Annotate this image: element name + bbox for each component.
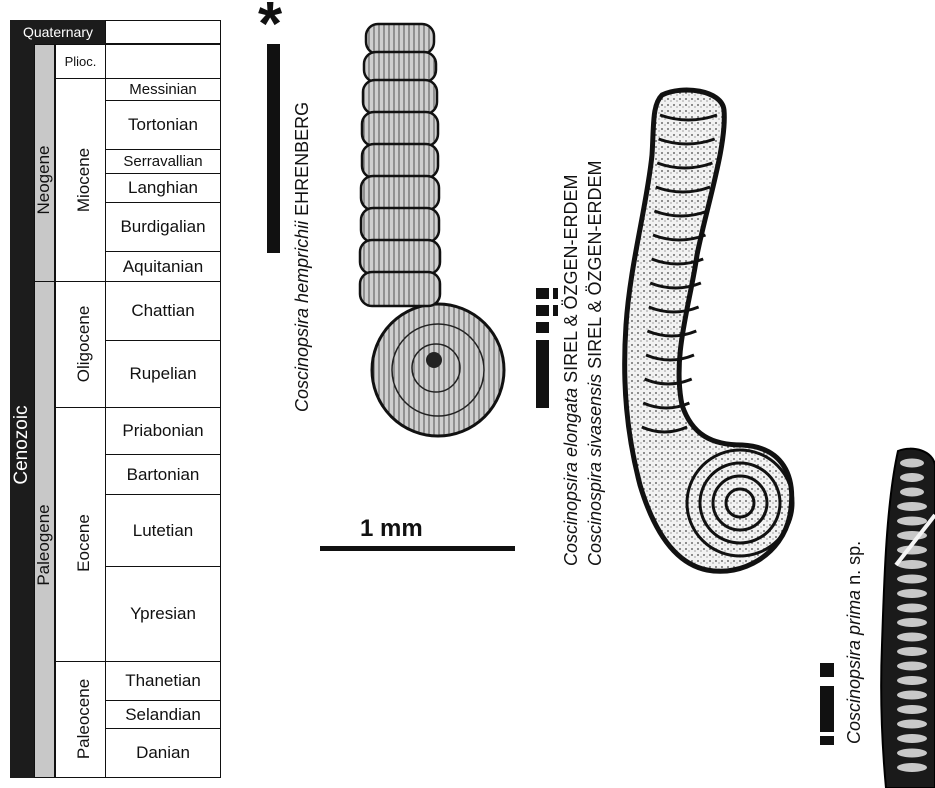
scale-bar-line [320,546,515,551]
era-label: Cenozoic [11,405,33,484]
chamber [361,208,439,242]
stage-cell: Lutetian [105,494,221,567]
stage-label: Serravallian [123,153,202,170]
chamber [897,734,927,743]
scale-bar-label: 1 mm [360,515,423,543]
genus-name: Coscinopsira [561,462,581,566]
stage-label: Ypresian [130,604,196,624]
chamber [897,560,927,569]
species-epithet: elongata [561,388,581,457]
chamber [897,517,927,526]
species-author: SIREL & ÖZGEN-ERDEM [585,161,605,369]
epoch-eocene-label: Eocene [74,514,94,572]
stage-label: Chattian [131,301,194,321]
period-paleogene-label: Paleogene [34,504,54,585]
fossil-elongata-photo [612,85,800,580]
stage-cell: Danian [105,728,221,778]
stage-cell: Thanetian [105,661,221,701]
stage-cell: Rupelian [105,340,221,408]
chamber [897,604,927,613]
stage-cell: Selandian [105,700,221,729]
stage-cell: Priabonian [105,407,221,455]
stage-cell: Messinian [105,78,221,101]
stage-label: Bartonian [127,465,200,485]
stage-cell: Aquitanian [105,251,221,282]
chamber [900,473,924,482]
stage-cell: Burdigalian [105,202,221,252]
species-author: SIREL & ÖZGEN-ERDEM [561,174,581,382]
quaternary-label: Quaternary [23,24,93,40]
stage-label: Langhian [128,178,198,198]
stage-label: Danian [136,743,190,763]
genus-name: Coscinopsira [844,640,864,744]
stage-cell: Bartonian [105,454,221,495]
period-neogene-label: Neogene [34,145,54,214]
chamber [361,176,439,210]
species-label-hemprichii: Coscinopsira hemprichii EHRENBERG [292,102,313,412]
stage-label: Thanetian [125,671,201,691]
stage-cell: Tortonian [105,100,221,150]
chamber [360,240,440,274]
stage-label: Selandian [125,705,201,725]
species-epithet: sivasensis [585,374,605,457]
chamber [362,144,438,178]
species-author: n. sp. [844,541,864,585]
range-bar-sivasensis [553,288,558,318]
species-author: EHRENBERG [292,102,312,216]
stage-label: Tortonian [128,115,198,135]
range-bar-hemprichii [267,44,280,253]
chamber [897,502,927,511]
stage-label: Aquitanian [123,257,203,277]
chamber [900,459,924,468]
chamber [897,662,927,671]
genus-name: Coscinopsira [292,308,312,412]
chamber [897,720,927,729]
stage-cell: Serravallian [105,149,221,174]
species-epithet: hemprichii [292,221,312,303]
chamber [897,618,927,627]
pliocene-stage-blank [105,44,221,79]
quaternary-blank [105,20,221,44]
chamber [900,488,924,497]
fossil-prima-photo [878,445,935,788]
species-label-prima: Coscinopsira prima n. sp. [844,541,865,744]
chamber [364,52,436,82]
chamber [897,676,927,685]
epoch-oligocene-label: Oligocene [74,306,94,383]
species-label-sivasensis: Coscinospira sivasensis SIREL & ÖZGEN-ER… [585,161,606,566]
species-label-elongata: Coscinopsira elongata SIREL & ÖZGEN-ERDE… [561,174,582,566]
chamber [897,589,927,598]
chamber [897,763,927,772]
chamber [897,647,927,656]
chamber [897,633,927,642]
stage-label: Rupelian [129,364,196,384]
species-epithet: prima [844,590,864,635]
chamber [363,80,437,114]
epoch-pliocene-label: Plioc. [65,54,97,69]
stage-label: Priabonian [122,421,203,441]
chamber [897,691,927,700]
chamber [897,575,927,584]
stage-cell: Ypresian [105,566,221,662]
stage-label: Lutetian [133,521,194,541]
epoch-miocene-label: Miocene [74,148,94,212]
range-bar-elongata [536,288,549,408]
chamber [362,112,438,146]
genus-name: Coscinospira [585,462,605,566]
stage-cell: Chattian [105,281,221,341]
stage-label: Burdigalian [120,217,205,237]
chamber [360,272,440,306]
epoch-paleocene-label: Paleocene [74,679,94,759]
epoch-pliocene: Plioc. [55,44,106,79]
chamber [897,705,927,714]
range-bar-prima [820,663,834,745]
quaternary-cell: Quaternary [10,20,106,44]
fossil-hemprichii-illustration [318,18,508,450]
stage-cell: Langhian [105,173,221,203]
chamber [897,749,927,758]
chamber-stack [360,24,440,306]
stage-label: Messinian [129,81,197,98]
chamber [366,24,434,54]
